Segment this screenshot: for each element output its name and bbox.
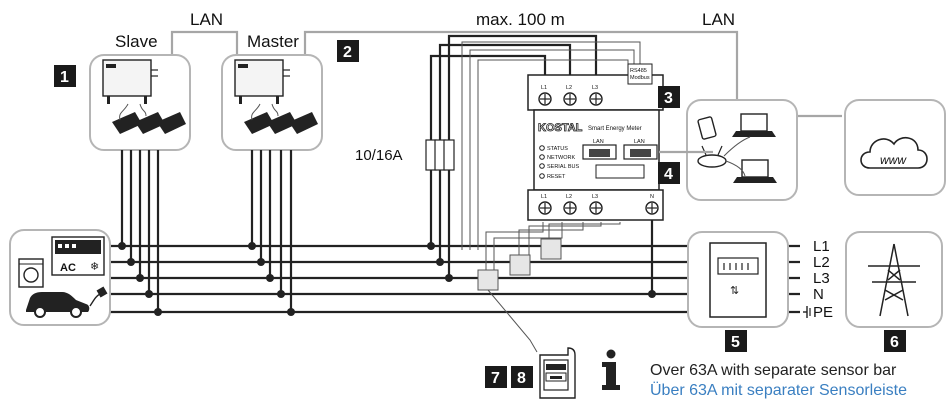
manual-icon	[545, 364, 567, 382]
lan-label-right: LAN	[702, 10, 735, 29]
lan-label-left: LAN	[190, 10, 223, 29]
laptop-icon	[732, 113, 776, 137]
note-english: Over 63A with separate sensor bar	[650, 362, 897, 379]
utility-meter-box: ⇅	[687, 231, 789, 328]
slave-inverter-wires	[120, 150, 160, 312]
grid-box	[845, 231, 943, 328]
svg-text:7: 7	[491, 370, 500, 387]
slave-inverter-box	[89, 54, 191, 151]
meter-bottom-terminals	[538, 201, 659, 215]
meter-term-top-l1: L1	[541, 85, 547, 91]
cloud-box: www	[844, 99, 946, 196]
meter-term-top-l3: L3	[592, 85, 598, 91]
battery-icon	[244, 112, 318, 134]
meter-modbus-label: Modbus	[630, 75, 650, 81]
sensor-leader-line	[487, 289, 538, 353]
ground-icon	[803, 306, 811, 318]
badge-8: 8	[511, 366, 533, 388]
slave-label: Slave	[115, 32, 158, 51]
svg-text:⇅: ⇅	[730, 284, 739, 297]
svg-text:3: 3	[664, 90, 673, 107]
svg-text:4: 4	[664, 166, 673, 183]
energy-meter-icon: L1 L2 L3 L1 L2 L3 N RS485 Modbus KOSTAL …	[527, 63, 664, 221]
line-label-l3: L3	[813, 270, 830, 287]
consumers-box: ❄ AC	[9, 229, 111, 326]
laptop-icon	[733, 159, 777, 183]
note-german: Über 63A mit separater Sensorleiste	[650, 381, 907, 399]
air-conditioner-icon: ❄	[51, 236, 105, 276]
washing-machine-icon	[18, 258, 44, 288]
inverter-icon	[102, 59, 158, 104]
svg-text:5: 5	[731, 334, 740, 351]
master-inverter-box	[221, 54, 323, 151]
line-label-l2: L2	[813, 254, 830, 271]
power-pylon-icon	[868, 243, 920, 317]
line-label-n: N	[813, 286, 824, 303]
electric-car-icon	[26, 292, 90, 318]
meter-lan2-label: LAN	[634, 139, 645, 145]
master-label: Master	[247, 32, 299, 51]
meter-name-label: Smart Energy Meter	[588, 126, 642, 132]
ac-label: AC	[60, 262, 76, 274]
meter-serial-label: SERIAL BUS	[547, 164, 580, 170]
line-label-pe: PE	[813, 304, 833, 321]
meter-status-label: STATUS	[547, 146, 568, 152]
line-label-l1: L1	[813, 238, 830, 255]
svg-text:8: 8	[517, 370, 526, 387]
fuse-rating-label: 10/16A	[355, 147, 403, 164]
meter-term-bot-n: N	[650, 194, 654, 200]
distance-label: max. 100 m	[476, 10, 565, 29]
svg-text:6: 6	[890, 334, 899, 351]
inverter-icon	[234, 59, 290, 104]
svg-text:❄: ❄	[90, 260, 99, 273]
badge-6: 6	[884, 330, 906, 352]
meter-term-bot-l2: L2	[566, 194, 572, 200]
meter-network-label: NETWORK	[547, 155, 575, 161]
cloud-icon	[860, 137, 928, 169]
meter-rs485-label: RS485	[630, 68, 647, 74]
badge-1: 1	[54, 65, 76, 87]
badge-7: 7	[485, 366, 507, 388]
meter-brand-logo: KOSTAL	[538, 122, 583, 134]
badge-2: 2	[337, 40, 359, 62]
meter-lan1-label: LAN	[593, 139, 604, 145]
network-devices-box	[686, 99, 798, 201]
meter-term-bot-l3: L3	[592, 194, 598, 200]
meter-term-bot-l1: L1	[541, 194, 547, 200]
meter-term-top-l2: L2	[566, 85, 572, 91]
plug-icon	[89, 286, 108, 307]
fuse-group	[425, 139, 455, 171]
meter-status-leds	[539, 145, 545, 179]
master-inverter-wires	[250, 150, 293, 312]
badge-5: 5	[725, 330, 747, 352]
info-icon	[602, 349, 620, 390]
cloud-www-label: www	[880, 153, 907, 167]
meter-reset-label: RESET	[547, 174, 566, 180]
lan-cables	[170, 30, 842, 118]
badge-3: 3	[658, 86, 680, 108]
badge-4: 4	[658, 162, 680, 184]
svg-text:1: 1	[60, 69, 69, 86]
tablet-icon	[697, 116, 717, 140]
battery-icon	[112, 112, 186, 134]
meter-top-terminals	[538, 92, 603, 106]
svg-text:2: 2	[343, 44, 352, 61]
current-sensor-icon	[477, 238, 562, 291]
utility-meter-icon: ⇅	[709, 242, 767, 318]
